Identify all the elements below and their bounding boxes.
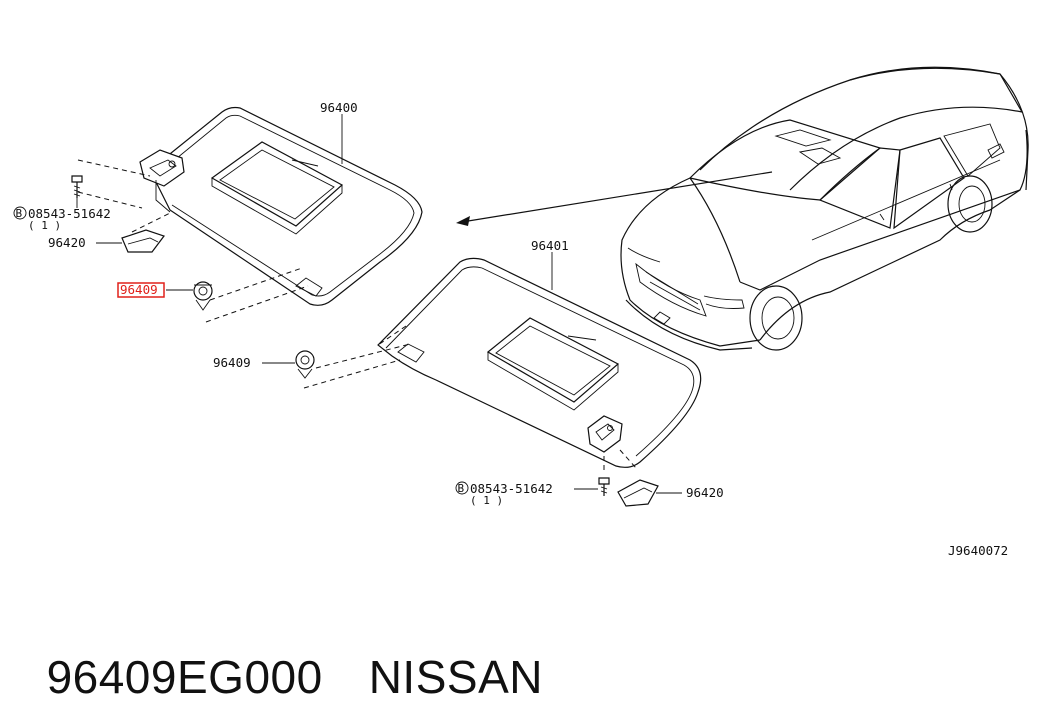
label-screw-right: 08543-51642: [470, 481, 553, 496]
label-visor-left: 96400: [320, 100, 358, 115]
label-screw-left: 08543-51642: [28, 206, 111, 221]
brand-name: NISSAN: [368, 651, 543, 703]
bolt-symbol-letter: B: [16, 207, 23, 220]
highlight-box: [117, 282, 165, 298]
label-holder-left: 96420: [48, 235, 86, 250]
label-screw-left-qty: ( 1 ): [28, 219, 61, 232]
screw-icon: [71, 175, 83, 208]
sun-visor-left: [139, 106, 423, 306]
sun-visor-right: [377, 257, 702, 468]
label-clip-second: 96409: [213, 355, 251, 370]
drawing-code: J9640072: [948, 543, 1008, 558]
arrow-icon: [456, 171, 773, 226]
visor-holder-left: [121, 229, 165, 253]
visor-holder-right: [617, 479, 659, 507]
screw-icon: [598, 477, 610, 496]
label-holder-right: 96420: [686, 485, 724, 500]
bolt-symbol-letter: B: [458, 482, 465, 495]
label-screw-right-qty: ( 1 ): [470, 494, 503, 507]
bolt-symbol-left: B: [13, 206, 27, 220]
bolt-symbol-right: B: [455, 481, 469, 495]
parts-diagram: 96400 96401 B 08543-51642 ( 1 ) 96420 96…: [13, 66, 1029, 558]
clip-icon: [193, 281, 213, 311]
part-caption: 96409EG000 NISSAN: [20, 596, 543, 704]
part-number: 96409EG000: [46, 651, 323, 703]
clip-icon: [295, 350, 315, 379]
car-illustration: [620, 66, 1029, 351]
label-visor-right: 96401: [531, 238, 569, 253]
label-clip-highlighted: 96409: [120, 282, 158, 297]
